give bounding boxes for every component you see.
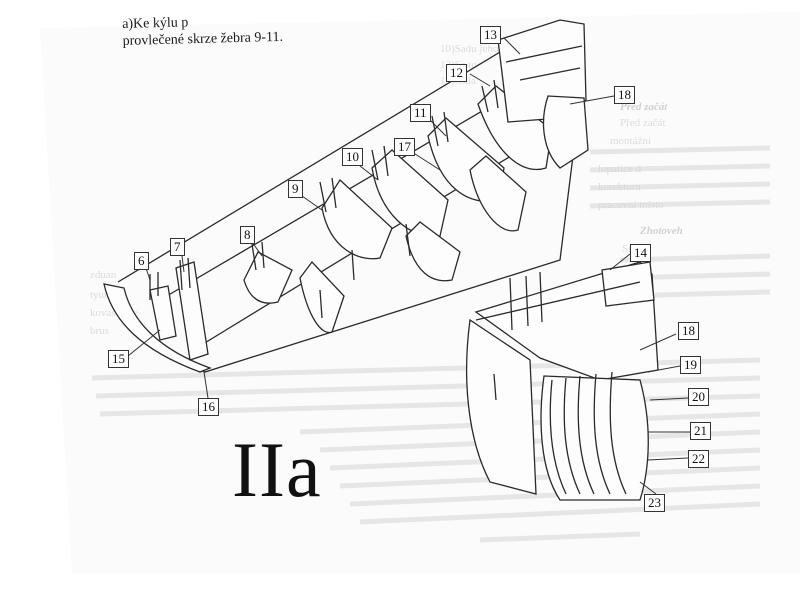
bleed-line: 10)Sadu jeho: [440, 43, 499, 55]
callout-11: 11: [410, 104, 431, 122]
callout-23: 23: [644, 494, 665, 512]
stern-post: [542, 95, 589, 169]
figure-label: IIa: [232, 426, 322, 513]
callout-9: 9: [288, 180, 303, 198]
stern-assembly: [465, 261, 659, 501]
callout-17: 17: [394, 138, 415, 156]
stringer-upper: [117, 27, 541, 283]
callout-6: 6: [134, 252, 149, 270]
callout-10: 10: [342, 148, 363, 166]
callout-13: 13: [480, 26, 501, 44]
callout-18: 18: [614, 86, 635, 104]
bleed-heading: Zhotoveh: [640, 225, 683, 237]
callout-15: 15: [108, 350, 129, 368]
bow-piece: [103, 283, 212, 373]
callout-14: 14: [630, 244, 651, 262]
frames: [149, 85, 553, 361]
bleed-heading: Před začát: [620, 101, 668, 113]
callout-20: 20: [688, 388, 709, 406]
bleed-line: brus: [90, 325, 109, 337]
callout-21: 21: [690, 422, 711, 440]
bleed-line: zduan: [90, 269, 117, 281]
callout-19: 19: [680, 356, 701, 374]
callout-22: 22: [688, 450, 709, 468]
callout-7: 7: [170, 238, 185, 256]
callout-12: 12: [446, 64, 467, 82]
leader-lines: [127, 37, 690, 495]
callout-8: 8: [240, 226, 255, 244]
callout-18b: 18: [678, 322, 699, 340]
callout-16: 16: [198, 398, 219, 416]
bleed-line: montážní: [610, 135, 651, 147]
bleed-line: Před začát: [620, 117, 666, 129]
